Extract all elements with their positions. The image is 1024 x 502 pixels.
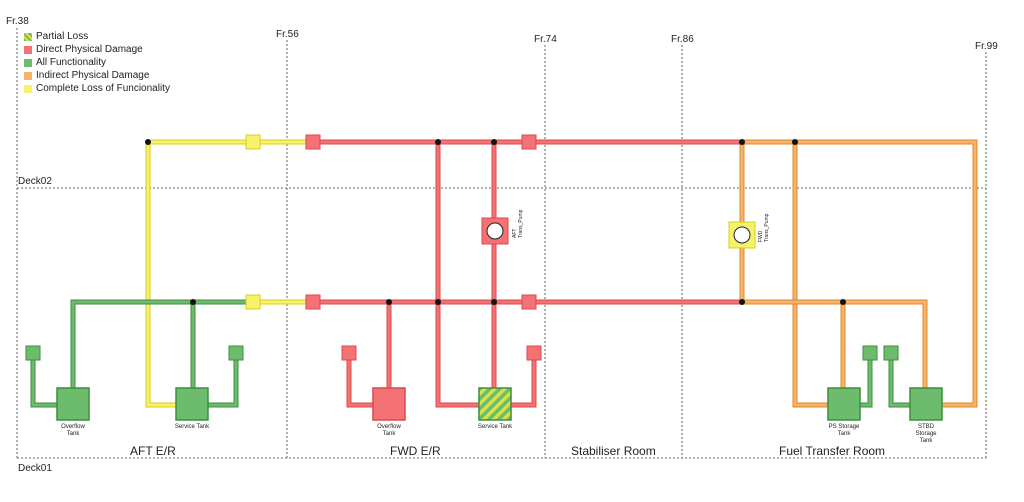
aft-service-tank bbox=[175, 387, 209, 421]
legend-item-all-functionality: All Functionality bbox=[24, 56, 170, 69]
all-pipe-outline bbox=[30, 357, 60, 408]
fwd-overflow-tank bbox=[372, 387, 406, 421]
legend-label: Indirect Physical Damage bbox=[36, 70, 150, 81]
direct-pipe-outline bbox=[508, 357, 537, 408]
room-label-aft-er: AFT E/R bbox=[130, 444, 176, 458]
legend-label: Direct Physical Damage bbox=[36, 44, 143, 55]
direct-pipe-outline bbox=[346, 357, 376, 408]
frame-label-fr56: Fr.56 bbox=[276, 29, 299, 40]
legend-label: Complete Loss of Funcionality bbox=[36, 83, 170, 94]
direct-pipe bbox=[436, 140, 481, 407]
valve-icon bbox=[305, 134, 321, 150]
frame-grid bbox=[16, 28, 987, 459]
indirect-pipe bbox=[740, 140, 977, 407]
pipe-network bbox=[30, 139, 978, 408]
valve-icon bbox=[341, 345, 357, 361]
frame-label-fr86: Fr.86 bbox=[671, 34, 694, 45]
direct-damage-swatch bbox=[24, 45, 32, 54]
ps-storage-tank bbox=[827, 387, 861, 421]
all-pipe-outline bbox=[70, 299, 249, 391]
valve-icon bbox=[862, 345, 878, 361]
valve-icon bbox=[305, 294, 321, 310]
complete-loss-swatch bbox=[24, 84, 32, 93]
all-pipe-outline bbox=[205, 357, 239, 408]
svg-text:FWDTrans_Pump: FWDTrans_Pump bbox=[758, 213, 770, 242]
valves bbox=[25, 134, 899, 361]
aft-overflow-tank bbox=[56, 387, 90, 421]
stbd-storage-tank bbox=[909, 387, 943, 421]
all-functionality-swatch bbox=[24, 58, 32, 67]
legend: Partial Loss Direct Physical Damage All … bbox=[24, 30, 170, 95]
tanks bbox=[56, 387, 943, 421]
room-label-stabiliser-room: Stabiliser Room bbox=[571, 444, 656, 458]
complete-pipe bbox=[146, 140, 178, 407]
aft-trans-pump: AFTTrans_Pump bbox=[481, 209, 524, 245]
legend-label: Partial Loss bbox=[36, 31, 89, 42]
legend-label: All Functionality bbox=[36, 57, 107, 68]
indirect-pipe-outline bbox=[739, 139, 978, 408]
valve-icon bbox=[521, 134, 537, 150]
partial-loss-swatch bbox=[24, 32, 32, 41]
indirect-pipe bbox=[740, 246, 927, 390]
frame-label-fr38: Fr.38 bbox=[6, 16, 29, 27]
direct-pipe bbox=[509, 358, 536, 407]
indirect-pipe-outline bbox=[739, 245, 928, 391]
direct-pipe bbox=[347, 358, 375, 407]
legend-item-direct-damage: Direct Physical Damage bbox=[24, 43, 170, 56]
junction-nodes bbox=[145, 139, 846, 305]
valve-icon bbox=[521, 294, 537, 310]
indirect-damage-swatch bbox=[24, 71, 32, 80]
all-pipe-outline bbox=[888, 357, 913, 408]
all-pipe bbox=[206, 358, 238, 407]
valve-icon bbox=[883, 345, 899, 361]
valve-icon bbox=[526, 345, 542, 361]
fwd-service-tank bbox=[478, 387, 512, 421]
frame-label-fr99: Fr.99 bbox=[975, 41, 998, 52]
deck-label-deck01: Deck01 bbox=[18, 463, 52, 474]
indirect-pipe-outline bbox=[792, 139, 831, 408]
fwd-trans-pump: FWDTrans_Pump bbox=[728, 213, 770, 249]
legend-item-indirect-damage: Indirect Physical Damage bbox=[24, 69, 170, 82]
indirect-pipe bbox=[793, 140, 830, 407]
valve-icon bbox=[228, 345, 244, 361]
frame-label-fr74: Fr.74 bbox=[534, 34, 557, 45]
deck-label-deck02: Deck02 bbox=[18, 176, 52, 187]
room-label-fwd-er: FWD E/R bbox=[390, 444, 441, 458]
valve-icon bbox=[245, 134, 261, 150]
all-pipe bbox=[71, 300, 248, 390]
valve-icon bbox=[25, 345, 41, 361]
valve-icon bbox=[245, 294, 261, 310]
all-pipe bbox=[858, 358, 872, 407]
tank-label-fwd-service: Service Tank bbox=[478, 424, 513, 430]
legend-item-complete-loss: Complete Loss of Funcionality bbox=[24, 82, 170, 95]
svg-text:AFTTrans_Pump: AFTTrans_Pump bbox=[512, 209, 524, 238]
all-pipe bbox=[889, 358, 912, 407]
direct-pipe-outline bbox=[435, 139, 482, 408]
all-pipe bbox=[31, 358, 59, 407]
legend-item-partial-loss: Partial Loss bbox=[24, 30, 170, 43]
room-label-fuel-transfer-room: Fuel Transfer Room bbox=[779, 444, 885, 458]
complete-pipe-outline bbox=[145, 139, 179, 408]
tank-label-aft-service: Service Tank bbox=[175, 424, 210, 430]
